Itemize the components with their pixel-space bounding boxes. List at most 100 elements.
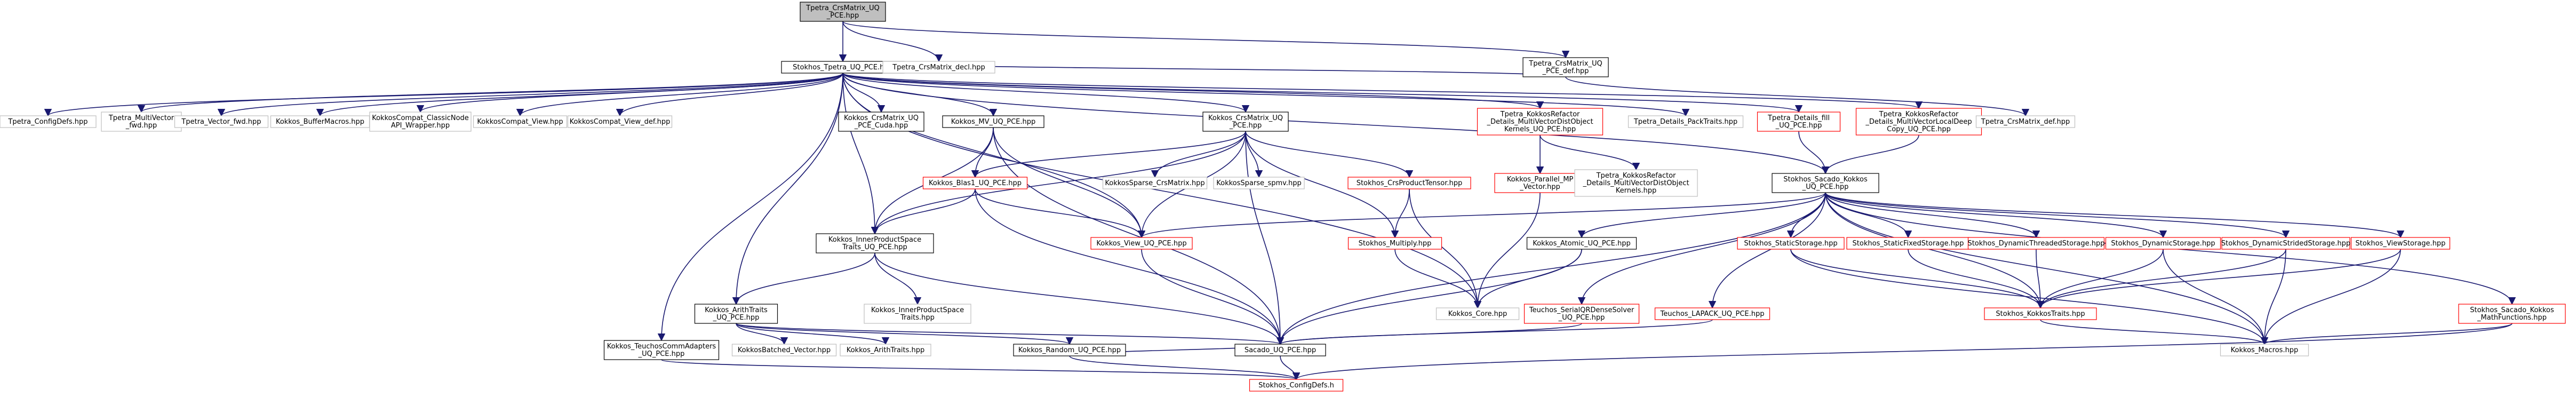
node-stokhos_sacado_kokkos_mathfunctions[interactable]: Stokhos_Sacado_Kokkos_MathFunctions.hpp xyxy=(2458,304,2566,324)
node-kokkoscompat_view[interactable]: KokkosCompat_View.hpp xyxy=(473,115,568,128)
node-label-line: Tpetra_MultiVector xyxy=(108,114,174,122)
edge-stokhos_dynamicstorage-to-stokhos_kokkostraits xyxy=(2036,249,2164,309)
node-kokkos_blas1_uq_pce[interactable]: Kokkos_Blas1_UQ_PCE.hpp xyxy=(922,177,1028,189)
node-kokkos_crsmatrix_uq_pce_cuda[interactable]: Kokkos_CrsMatrix_UQ_PCE_Cuda.hpp xyxy=(838,112,924,132)
edge-kokkos_innerproductspacetraits_uq_pce-to-kokkos_arithtraits_uq_pce xyxy=(732,252,875,305)
node-kokkos_teuchoscommadapters_uq_pce[interactable]: Kokkos_TeuchosCommAdapters_UQ_PCE.hpp xyxy=(603,340,720,360)
node-stokhos_viewstorage[interactable]: Stokhos_ViewStorage.hpp xyxy=(2350,237,2451,250)
node-label-line: Tpetra_CrsMatrix_decl.hpp xyxy=(892,63,985,72)
node-kokkos_macros[interactable]: Kokkos_Macros.hpp xyxy=(2220,344,2309,356)
node-root[interactable]: Tpetra_CrsMatrix_UQ_PCE.hpp xyxy=(800,2,886,22)
node-stokhos_staticfixedstorage[interactable]: Stokhos_StaticFixedStorage.hpp xyxy=(1846,237,1970,250)
edge-kokkos_tpetra_uq_pce-to-kokkoscompat_view_def xyxy=(616,73,843,117)
node-label-line: _UQ_PCE.hpp xyxy=(713,314,760,322)
edge-kokkos_crsmatrix_uq_pce-to-sacado_uq_pce xyxy=(1245,131,1285,345)
node-kokkos_tpetra_uq_pce[interactable]: Stokhos_Tpetra_UQ_PCE.hpp xyxy=(781,61,905,74)
node-label-line: Sacado_UQ_PCE.hpp xyxy=(1245,346,1316,354)
node-kokkos_atomic_uq_pce[interactable]: Kokkos_Atomic_UQ_PCE.hpp xyxy=(1526,237,1637,250)
node-kokkos_mv_uq_pce[interactable]: Kokkos_MV_UQ_PCE.hpp xyxy=(942,115,1044,128)
node-kokkos_core[interactable]: Kokkos_Core.hpp xyxy=(1435,307,1520,320)
node-tpetra_kokkosrefactor_details_mvlocaldeepcopy[interactable]: Tpetra_KokkosRefactor_Details_MultiVecto… xyxy=(1855,108,1982,136)
node-kokkos_random_uq_pce[interactable]: Kokkos_Random_UQ_PCE.hpp xyxy=(1013,344,1126,356)
node-tpetra_details_packtraits[interactable]: Tpetra_Details_PackTraits.hpp xyxy=(1628,115,1744,128)
node-box xyxy=(694,304,778,324)
node-label-line: _PCE.hpp xyxy=(1229,122,1262,130)
node-label-line: Kokkos_CrsMatrix_UQ xyxy=(844,114,919,122)
node-tpetra_configdefs[interactable]: Tpetra_ConfigDefs.hpp xyxy=(0,115,97,128)
node-tpetra_kokkosrefactor_details_mvdot[interactable]: Tpetra_KokkosRefactor_Details_MultiVecto… xyxy=(1477,108,1604,136)
node-crsmatrix_uq_pce_def[interactable]: Tpetra_CrsMatrix_UQ_PCE_def.hpp xyxy=(1522,57,1609,77)
node-kokkos_crsmatrix_uq_pce[interactable]: Kokkos_CrsMatrix_UQ_PCE.hpp xyxy=(1202,112,1289,132)
node-box xyxy=(1347,177,1471,189)
node-kokkos_arithtraits_uq_pce[interactable]: Kokkos_ArithTraits_UQ_PCE.hpp xyxy=(694,304,778,324)
node-stokhos_dynamicstorage[interactable]: Stokhos_DynamicStorage.hpp xyxy=(2105,237,2221,250)
node-box xyxy=(1234,344,1326,356)
node-tpetra_multivector_fwd[interactable]: Tpetra_MultiVector_fwd.hpp xyxy=(101,112,182,132)
node-kokkos_parallel_mp_vector[interactable]: Kokkos_Parallel_MP_Vector.hpp xyxy=(1494,173,1586,193)
node-label-line: KokkosCompat_View_def.hpp xyxy=(570,118,671,126)
edge-stokhos_sacado_kokkos_uq_pce-to-stokhos_dynamicthreadedstorage xyxy=(1825,192,2040,239)
node-label-line: KokkosBatched_Vector.hpp xyxy=(738,346,831,354)
node-kokkossparse_spmv[interactable]: KokkosSparse_spmv.hpp xyxy=(1213,177,1305,189)
node-box xyxy=(882,61,995,74)
node-label-line: KokkosCompat_ClassicNode xyxy=(372,114,469,122)
edge-kokkos_mv_uq_pce-to-kokkos_blas1_uq_pce xyxy=(971,127,994,178)
node-teuchos_serialqrdensesolver_uq_pce[interactable]: Teuchos_SerialQRDenseSolver_UQ_PCE.hpp xyxy=(1524,304,1640,324)
node-label-line: _Details_MultiVectorDistObject xyxy=(1582,179,1689,187)
node-kokkosbatched_vector[interactable]: KokkosBatched_Vector.hpp xyxy=(731,344,837,356)
edge-stokhos_sacado_kokkos_uq_pce-to-kokkos_macros xyxy=(1825,192,2269,345)
node-box xyxy=(473,115,568,128)
node-label-line: Stokhos_ViewStorage.hpp xyxy=(2356,240,2446,248)
node-label-line: Kokkos_TeuchosCommAdapters xyxy=(607,343,716,351)
node-kokkos_view_uq_pce[interactable]: Kokkos_View_UQ_PCE.hpp xyxy=(1090,237,1193,250)
node-stokhos_kokkostraits[interactable]: Stokhos_KokkosTraits.hpp xyxy=(1984,307,2097,320)
node-tpetra_details_fill[interactable]: Tpetra_Details_fill_UQ_PCE.hpp xyxy=(1757,112,1841,132)
node-box xyxy=(864,304,971,324)
node-label-line: _PCE_def.hpp xyxy=(1542,67,1589,75)
node-box xyxy=(942,115,1044,128)
edge-stokhos_dynamicstorage-to-kokkos_macros xyxy=(2163,249,2269,345)
node-stokhos_dynamicstridedstorage[interactable]: Stokhos_DynamicStridedStorage.hpp xyxy=(2221,237,2350,250)
edge-tpetra_kokkosrefactor_details_mvlocaldeepcopy-to-stokhos_sacado_kokkos_uq_pce xyxy=(1821,134,1919,174)
edge-stokhos_dynamicstridedstorage-to-stokhos_kokkostraits xyxy=(2036,249,2286,309)
node-label-line: Kokkos_Macros.hpp xyxy=(2231,346,2299,354)
node-label-line: Traits.hpp xyxy=(900,314,935,322)
node-tpetra_crsmatrix_def[interactable]: Tpetra_CrsMatrix_def.hpp xyxy=(1975,115,2076,128)
node-stokhos_crsproducttensor[interactable]: Stokhos_CrsProductTensor.hpp xyxy=(1347,177,1471,189)
node-label-line: Stokhos_DynamicThreadedStorage.hpp xyxy=(1967,240,2104,248)
node-box xyxy=(1090,237,1193,250)
node-label-line: _PCE.hpp xyxy=(826,12,859,20)
node-kokkoscompat_view_def[interactable]: KokkosCompat_View_def.hpp xyxy=(567,115,673,128)
node-sacado_uq_pce[interactable]: Sacado_UQ_PCE.hpp xyxy=(1234,344,1326,356)
node-kokkos_arithtraits[interactable]: Kokkos_ArithTraits.hpp xyxy=(840,344,931,356)
node-teuchos_lapack_uq_pce[interactable]: Teuchos_LAPACK_UQ_PCE.hpp xyxy=(1654,307,1770,320)
edge-kokkos_mv_uq_pce-to-kokkos_view_uq_pce xyxy=(993,127,1146,239)
node-box xyxy=(1249,379,1344,392)
edge-stokhos_sacado_kokkos_mathfunctions-to-kokkos_macros xyxy=(2261,323,2513,345)
node-box xyxy=(2221,237,2350,250)
edge-kokkos_arithtraits_uq_pce-to-kokkosbatched_vector xyxy=(736,323,788,345)
node-box xyxy=(1213,177,1305,189)
edge-kokkos_tpetra_uq_pce-to-tpetra_configdefs xyxy=(44,73,843,117)
node-stokhos_staticstorage[interactable]: Stokhos_StaticStorage.hpp xyxy=(1737,237,1845,250)
node-kokkossparse_crsmatrix[interactable]: KokkosSparse_CrsMatrix.hpp xyxy=(1102,177,1208,189)
node-crsmatrix_decl[interactable]: Tpetra_CrsMatrix_decl.hpp xyxy=(882,61,995,74)
node-box xyxy=(816,233,934,253)
edge-root-to-crsmatrix_decl xyxy=(842,21,943,62)
node-stokhos_sacado_kokkos_uq_pce[interactable]: Stokhos_Sacado_Kokkos_UQ_PCE.hpp xyxy=(1772,173,1879,193)
node-tpetra_kokkosrefactor_details_mvdot_kernels[interactable]: Tpetra_KokkosRefactor_Details_MultiVecto… xyxy=(1574,169,1698,197)
node-label-line: _Details_MultiVectorLocalDeep xyxy=(1865,118,1972,126)
node-label-line: Kokkos_ArithTraits.hpp xyxy=(847,346,925,354)
node-label-line: Tpetra_KokkosRefactor xyxy=(1879,110,1959,118)
edge-stokhos_sacado_kokkos_uq_pce-to-stokhos_dynamicstorage xyxy=(1825,192,2167,239)
node-kokkos_innerproductspacetraits_uq_pce[interactable]: Kokkos_InnerProductSpaceTraits_UQ_PCE.hp… xyxy=(816,233,934,253)
node-stokhos_configdefs[interactable]: Stokhos_ConfigDefs.h xyxy=(1249,379,1344,392)
node-label-line: Kokkos_View_UQ_PCE.hpp xyxy=(1096,240,1186,248)
node-stokhos_multiply[interactable]: Stokhos_Multiply.hpp xyxy=(1347,237,1442,250)
node-tpetra_vector_fwd[interactable]: Tpetra_Vector_fwd.hpp xyxy=(174,115,269,128)
edge-kokkos_mv_uq_pce-to-sacado_uq_pce xyxy=(993,127,1285,345)
node-stokhos_dynamicthreadedstorage[interactable]: Stokhos_DynamicThreadedStorage.hpp xyxy=(1967,237,2105,250)
node-kokkos_buffermacros[interactable]: Kokkos_BufferMacros.hpp xyxy=(270,115,370,128)
